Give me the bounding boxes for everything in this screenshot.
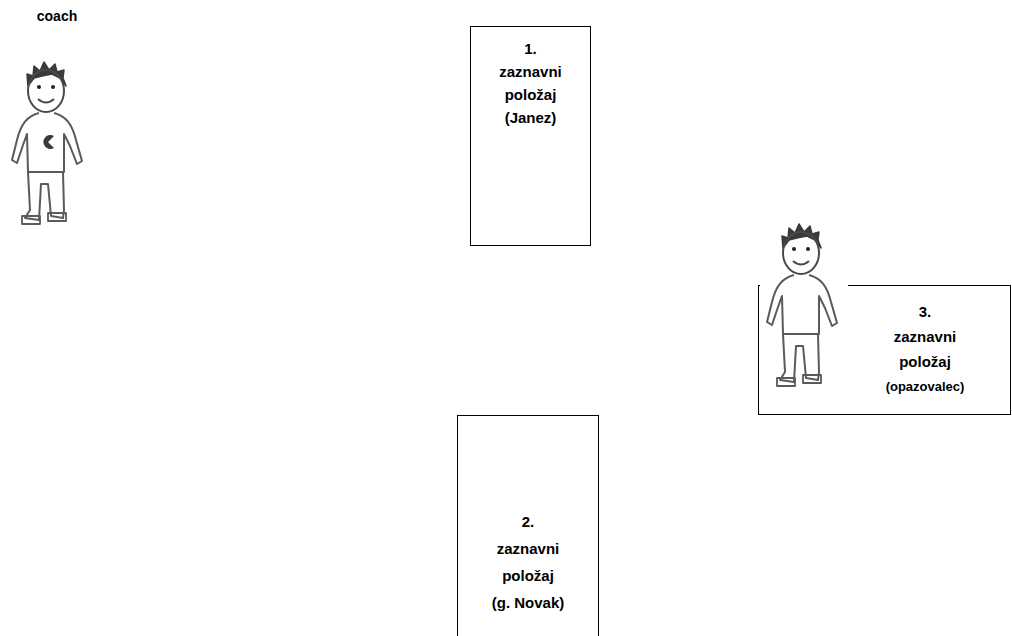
- figure-background: [760, 215, 848, 288]
- coach-figure: [12, 62, 82, 224]
- observer-figure: [767, 224, 837, 386]
- perceptual-position-box: 1.zaznavni položaj(Janez): [470, 26, 591, 246]
- box-text: 3.: [849, 299, 1001, 324]
- box-text: (opazovalec): [849, 374, 1001, 399]
- box-text: zaznavni položaj: [499, 60, 562, 106]
- shirt-mark: [43, 135, 54, 149]
- box-text: zaznavni položaj: [497, 535, 560, 589]
- perceptual-position-box: 3.zaznavni položaj(opazovalec): [758, 285, 1011, 415]
- box-text: (g. Novak): [458, 589, 598, 616]
- box-text: (Janez): [471, 106, 590, 129]
- role-label: coach: [37, 8, 77, 24]
- box-text: zaznavni položaj: [894, 324, 957, 374]
- box-text: 1.: [471, 37, 590, 60]
- box-text: 2.: [458, 508, 598, 535]
- perceptual-position-box: 2.zaznavni položaj(g. Novak): [457, 415, 599, 636]
